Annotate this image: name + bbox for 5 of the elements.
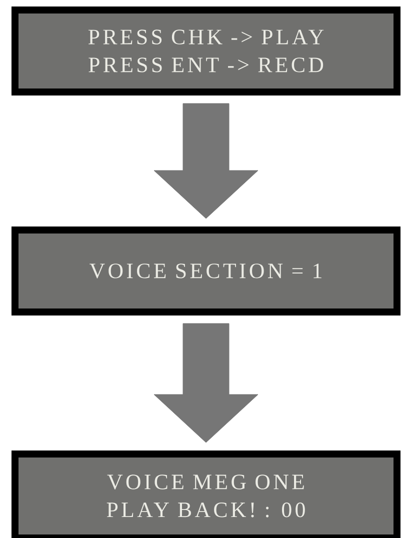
lcd-screen: VOICE MEG ONE PLAY BACK! : 00 <box>12 450 400 538</box>
arrow <box>154 323 258 443</box>
arrow <box>154 103 258 219</box>
lcd-screen: VOICE SECTION = 1 <box>12 226 400 316</box>
lcd-screen: PRESS CHK -> PLAY PRESS ENT -> RECD <box>12 6 400 96</box>
